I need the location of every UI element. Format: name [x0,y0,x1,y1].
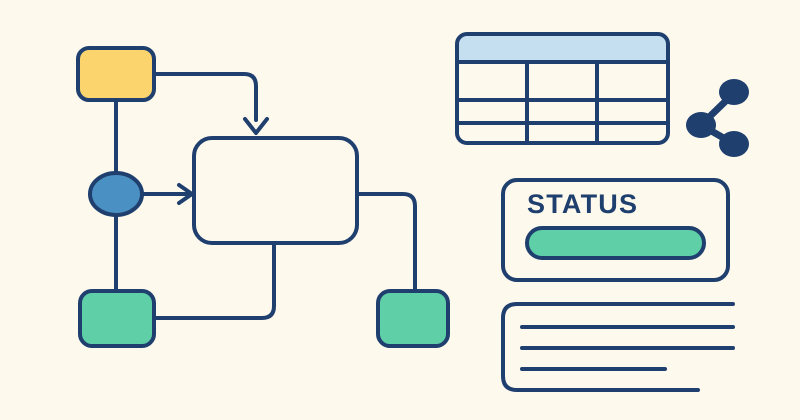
table-grid [457,60,668,143]
document-card-outline [501,302,735,392]
share-node-left [686,112,716,138]
node-end-green-left[interactable] [78,289,156,348]
connector-main-to-green-right [355,192,417,293]
status-progress-bar[interactable] [525,226,706,260]
table-header-fill [457,34,668,62]
share-node-top-right [719,79,749,105]
table-outline [455,32,670,145]
document-card[interactable] [501,302,735,392]
share-node-bottom-right [719,131,749,157]
share-icon[interactable] [686,79,749,157]
node-decision-ellipse[interactable] [88,171,144,217]
table-header-row [457,34,668,62]
connector-green-left-to-main-bottom [152,241,276,320]
connector-yellow-to-main [152,72,258,122]
flow-diagram [76,46,450,348]
status-card-title: STATUS [527,189,639,219]
node-end-green-right[interactable] [376,289,450,348]
node-process-main[interactable] [192,136,359,245]
node-start-yellow[interactable] [76,46,156,102]
arrowhead-down-icon [243,117,269,135]
data-table[interactable] [455,32,670,145]
document-card-lines [520,325,735,371]
status-card[interactable] [501,178,730,282]
